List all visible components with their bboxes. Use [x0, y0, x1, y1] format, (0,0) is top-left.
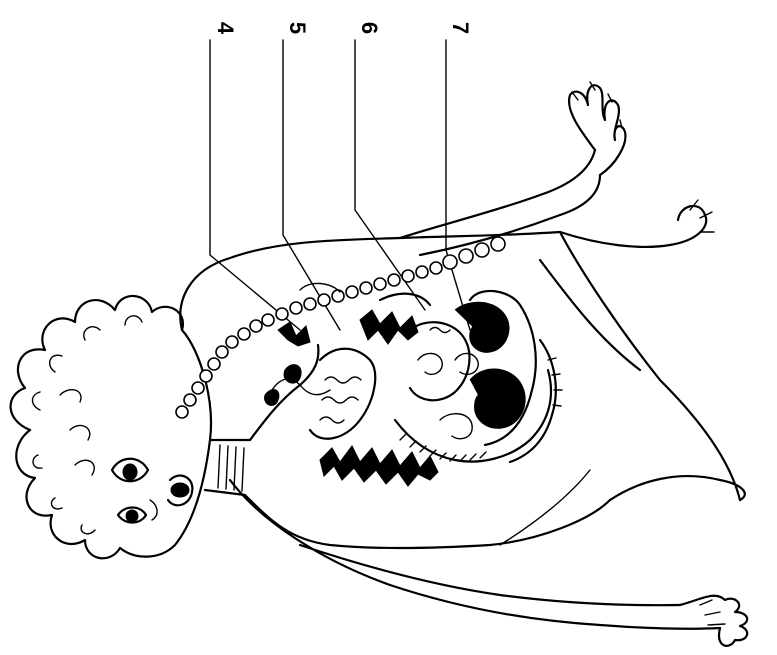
hand-bottom-icon [680, 596, 747, 646]
callout-label-5: 5 [285, 22, 310, 34]
nose [150, 500, 157, 520]
arm-top [400, 82, 625, 255]
leader-line-7 [446, 40, 470, 330]
callout-4: 4 [210, 22, 300, 330]
eye-pupil [123, 464, 137, 480]
callout-label-7: 7 [448, 22, 473, 34]
organ-6-stomach [410, 322, 469, 400]
leader-line-4 [210, 40, 300, 330]
callout-label-6: 6 [357, 22, 382, 34]
organ-7-intestines [440, 291, 536, 445]
diaphragm-band [278, 310, 438, 486]
arm-lower-inner [300, 545, 680, 605]
eye-pupil-2 [126, 510, 138, 522]
head [11, 296, 211, 558]
torso-outline [180, 232, 720, 629]
leader-line-6 [355, 40, 425, 310]
hand-top-icon [569, 82, 625, 175]
neck [205, 440, 250, 495]
hair-curls-icon [11, 296, 183, 558]
callout-label-4: 4 [213, 22, 238, 35]
arm-lower [230, 480, 720, 629]
callout-6: 6 [355, 22, 425, 310]
mouth-dark [171, 483, 189, 497]
organ-4-bronchi [250, 345, 330, 440]
callout-7: 7 [446, 22, 473, 330]
legs [500, 200, 745, 545]
